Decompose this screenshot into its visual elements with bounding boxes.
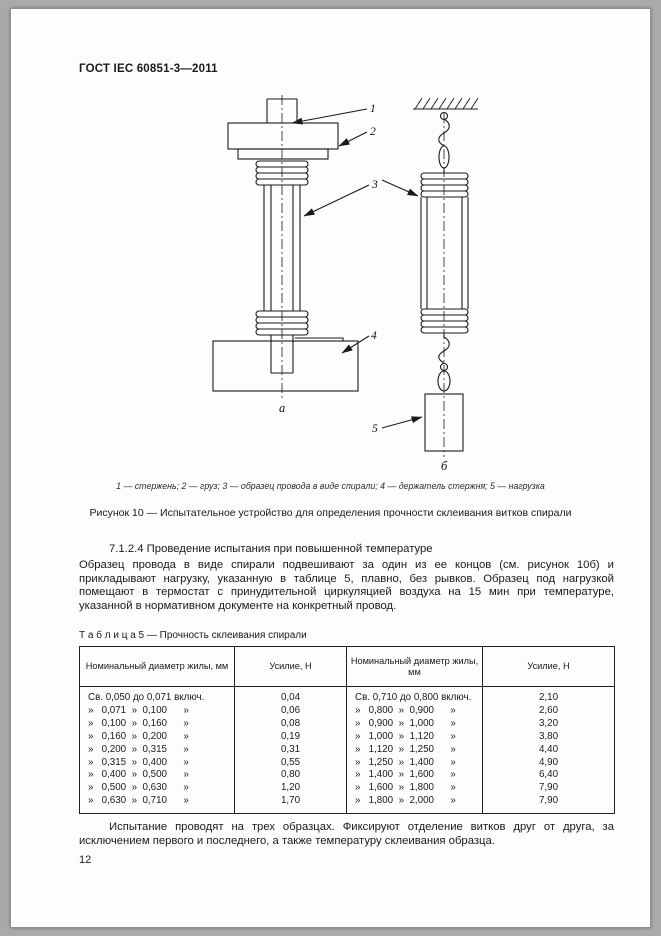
page-number: 12	[79, 854, 92, 866]
col-header-diameter-right: Номинальный диаметр жилы, мм	[346, 646, 483, 687]
table-header: Номинальный диаметр жилы, мм Усилие, Н Н…	[79, 646, 615, 687]
force-value-cell: 3,80	[482, 730, 615, 744]
subfigure-a-label: а	[279, 401, 285, 415]
table-row: » 0,100 » 0,160 »0,08» 0,900 » 1,000 »3,…	[79, 717, 615, 731]
figure-10-drawing: 1 2 3 4 5 а б	[212, 95, 479, 473]
spiral-bottom-turns	[420, 308, 469, 334]
diameter-range-cell: » 1,250 » 1,400 »	[346, 756, 483, 770]
force-value-cell: 2,60	[482, 704, 615, 718]
force-value-cell: 3,20	[482, 717, 615, 731]
callout-3: 3	[371, 179, 378, 191]
force-value-cell: 1,20	[234, 782, 347, 796]
diameter-range-cell: » 0,800 » 0,900 »	[346, 704, 483, 718]
figure-caption: 1 — стержень; 2 — груз; 3 — образец пров…	[116, 481, 545, 491]
top-hook	[438, 118, 450, 147]
diameter-range-cell: » 0,160 » 0,200 »	[79, 730, 235, 744]
diameter-range-cell: Св. 0,710 до 0,800 включ.	[346, 686, 483, 705]
subfigure-b-label: б	[441, 459, 448, 473]
section-heading: 7.1.2.4 Проведение испытания при повышен…	[109, 543, 433, 555]
page-header: ГОСТ IEC 60851-3—2011	[79, 63, 218, 75]
leader-3b	[381, 179, 419, 197]
diameter-range-cell: » 1,000 » 1,120 »	[346, 730, 483, 744]
diameter-range-cell: » 0,071 » 0,100 »	[79, 704, 235, 718]
force-value-cell: 6,40	[482, 769, 615, 783]
diameter-range-cell: » 1,800 » 2,000 »	[346, 795, 483, 814]
spiral-body	[420, 197, 469, 309]
col-header-force-right: Усилие, Н	[482, 646, 615, 687]
diameter-range-cell: » 0,400 » 0,500 »	[79, 769, 235, 783]
diameter-range-cell: Св. 0,050 до 0,071 включ.	[79, 686, 235, 705]
force-value-cell: 0,31	[234, 743, 347, 757]
bottom-hook	[438, 333, 450, 364]
force-value-cell: 0,08	[234, 717, 347, 731]
bottom-link	[437, 370, 451, 392]
diameter-range-cell: » 0,100 » 0,160 »	[79, 717, 235, 731]
leader-2	[338, 131, 368, 147]
table-5: Номинальный диаметр жилы, мм Усилие, Н Н…	[79, 646, 615, 815]
col-header-diameter-left: Номинальный диаметр жилы, мм	[79, 646, 235, 687]
diameter-range-cell: » 0,630 » 0,710 »	[79, 795, 235, 814]
coil-body	[263, 185, 301, 311]
diameter-range-cell: » 1,400 » 1,600 »	[346, 769, 483, 783]
table-row: » 0,400 » 0,500 »0,80» 1,400 » 1,600 »6,…	[79, 769, 615, 783]
ceiling-hatch	[414, 97, 479, 110]
weight-block	[227, 122, 339, 150]
table-row: » 0,500 » 0,630 »1,20» 1,600 » 1,800 »7,…	[79, 782, 615, 796]
weight-flange	[237, 148, 329, 160]
force-value-cell: 4,40	[482, 743, 615, 757]
leader-5	[381, 416, 423, 429]
force-value-cell: 7,90	[482, 782, 615, 796]
force-value-cell: 4,90	[482, 756, 615, 770]
diameter-range-cell: » 0,200 » 0,315 »	[79, 743, 235, 757]
closing-paragraph: Испытание проводят на трех образцах. Фик…	[79, 821, 614, 847]
callout-2: 2	[370, 126, 376, 138]
callout-1: 1	[370, 103, 376, 115]
table-row: » 0,071 » 0,100 »0,06» 0,800 » 0,900 »2,…	[79, 704, 615, 718]
table-row: » 0,315 » 0,400 »0,55» 1,250 » 1,400 »4,…	[79, 756, 615, 770]
diameter-range-cell: » 0,315 » 0,400 »	[79, 756, 235, 770]
rod-holder-block	[212, 340, 359, 392]
diameter-range-cell: » 1,600 » 1,800 »	[346, 782, 483, 796]
coil-bottom-turns	[255, 310, 309, 336]
table-row: » 0,630 » 0,710 »1,70» 1,800 » 2,000 »7,…	[79, 795, 615, 814]
load-weight	[424, 393, 464, 452]
force-value-cell: 0,04	[234, 686, 347, 705]
table-label: Т а б л и ц а 5 — Прочность склеивания с…	[79, 630, 307, 641]
leader-3a	[303, 184, 370, 217]
force-value-cell: 0,06	[234, 704, 347, 718]
col-header-force-left: Усилие, Н	[234, 646, 347, 687]
table-header-row: Номинальный диаметр жилы, мм Усилие, Н Н…	[79, 646, 615, 687]
spiral-top-turns	[420, 172, 469, 198]
callout-4: 4	[371, 330, 377, 342]
document-page: ГОСТ IEC 60851-3—2011	[10, 8, 651, 928]
diameter-range-cell: » 0,900 » 1,000 »	[346, 717, 483, 731]
leader-4	[341, 335, 370, 354]
table-row: » 0,160 » 0,200 »0,19» 1,000 » 1,120 »3,…	[79, 730, 615, 744]
force-value-cell: 7,90	[482, 795, 615, 814]
diameter-range-cell: » 0,500 » 0,630 »	[79, 782, 235, 796]
force-value-cell: 0,80	[234, 769, 347, 783]
figure-title: Рисунок 10 — Испытательное устройство дл…	[89, 507, 572, 519]
force-value-cell: 0,19	[234, 730, 347, 744]
table-row: » 0,200 » 0,315 »0,31» 1,120 » 1,250 »4,…	[79, 743, 615, 757]
section-paragraph: Образец провода в виде спирали подвешива…	[79, 559, 614, 612]
holder-ledge	[295, 337, 344, 341]
leader-1	[291, 108, 368, 125]
force-value-cell: 0,55	[234, 756, 347, 770]
force-value-cell: 2,10	[482, 686, 615, 705]
diameter-range-cell: » 1,120 » 1,250 »	[346, 743, 483, 757]
coil-top-turns	[255, 160, 309, 186]
force-value-cell: 1,70	[234, 795, 347, 814]
callout-5: 5	[372, 423, 378, 435]
